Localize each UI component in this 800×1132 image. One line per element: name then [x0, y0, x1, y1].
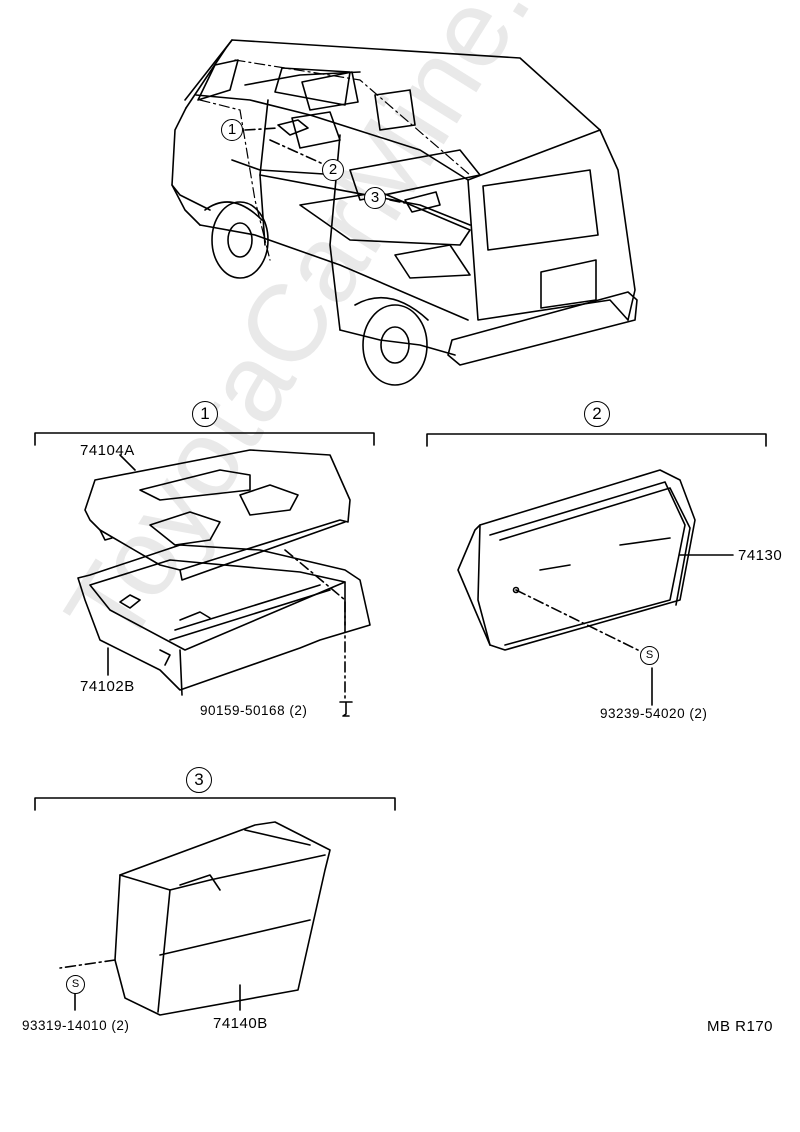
part-74130-label[interactable]: 74130	[738, 547, 783, 564]
group-2-callout[interactable]: 2	[584, 401, 610, 427]
vehicle-callout-3[interactable]: 3	[364, 187, 386, 209]
part-93319-14010-label[interactable]: 93319-14010 (2)	[22, 1018, 130, 1033]
vehicle-illustration	[171, 39, 638, 386]
diagram-code: MB R170	[707, 1018, 774, 1035]
part-74104A-label[interactable]: 74104A	[80, 442, 135, 459]
screw-symbol-group-3: S	[66, 975, 85, 994]
vehicle-callout-2[interactable]: 2	[322, 159, 344, 181]
group-1-callout[interactable]: 1	[192, 401, 218, 427]
vehicle-callout-1[interactable]: 1	[221, 119, 243, 141]
group-3-callout[interactable]: 3	[186, 767, 212, 793]
group-1-drawing	[34, 432, 375, 717]
part-93239-54020-label[interactable]: 93239-54020 (2)	[600, 706, 708, 721]
part-74140B-label[interactable]: 74140B	[213, 1015, 268, 1032]
part-74102B-label[interactable]: 74102B	[80, 678, 135, 695]
screw-symbol-group-2: S	[640, 646, 659, 665]
group-3-drawing	[34, 797, 396, 1016]
part-90159-50168-label[interactable]: 90159-50168 (2)	[200, 703, 308, 718]
group-2-drawing	[426, 433, 767, 706]
